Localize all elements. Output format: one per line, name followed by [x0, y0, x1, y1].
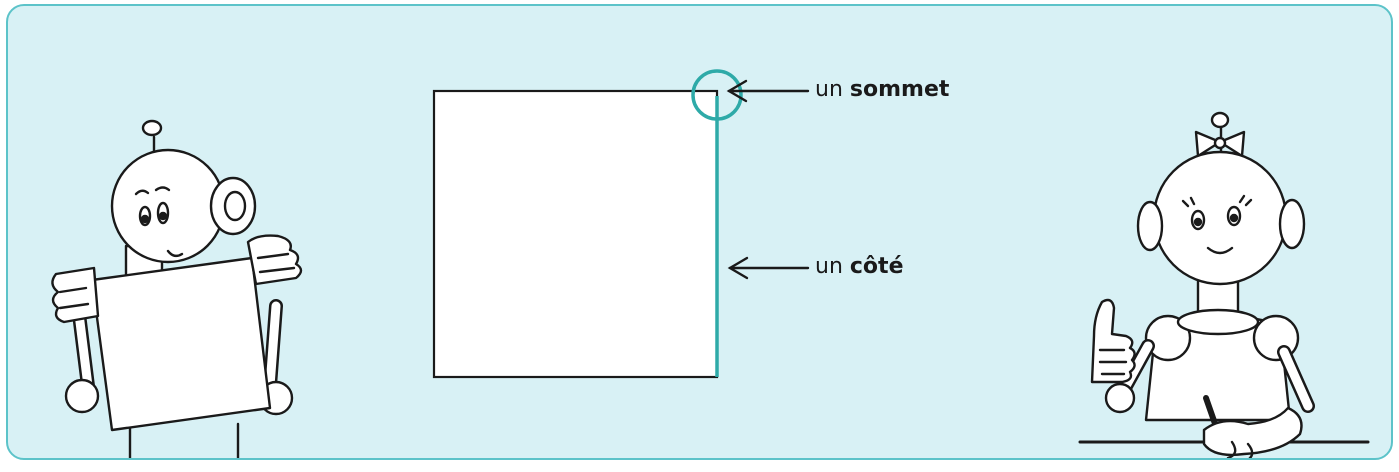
vertex-label-article: un — [815, 77, 843, 102]
scene-illustration — [51, 69, 1370, 458]
side-label: un côté — [815, 254, 903, 279]
illustration-panel: un sommet un côté — [6, 4, 1393, 460]
robot-girl-illustration — [1078, 111, 1370, 458]
square-figure — [432, 69, 743, 379]
vertex-highlight-circle — [691, 69, 743, 121]
side-arrow — [727, 256, 810, 280]
square-shape — [432, 89, 719, 379]
vertex-label: un sommet — [815, 77, 949, 102]
vertex-label-word: sommet — [849, 77, 950, 102]
held-square — [90, 256, 272, 432]
side-label-word: côté — [849, 254, 904, 279]
vertex-arrow — [726, 79, 810, 103]
side-label-article: un — [815, 254, 843, 279]
robot-boy-illustration — [51, 119, 303, 458]
